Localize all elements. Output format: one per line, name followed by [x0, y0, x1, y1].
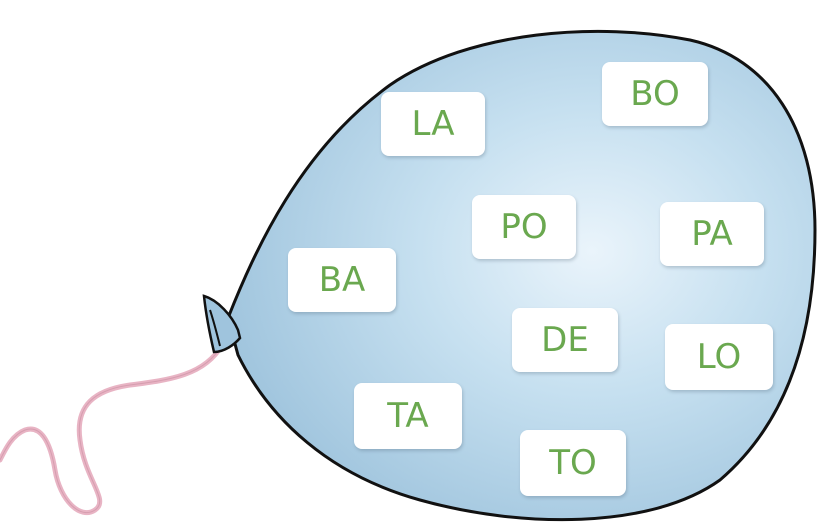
syllable-card-lo: LO: [665, 324, 773, 390]
syllable-text: PO: [500, 207, 548, 247]
syllable-text: DE: [541, 320, 589, 360]
syllable-card-ta: TA: [354, 383, 462, 449]
syllable-text: PA: [691, 214, 733, 254]
balloon-knot-inner: [209, 309, 221, 347]
syllable-card-bo: BO: [602, 62, 708, 126]
balloon-string: [0, 342, 225, 515]
syllable-text: BA: [318, 260, 366, 300]
syllable-card-la: LA: [381, 92, 485, 156]
syllable-text: TO: [549, 443, 597, 483]
syllable-text: LA: [411, 104, 455, 144]
syllable-card-to: TO: [520, 430, 626, 496]
syllable-text: TA: [387, 396, 429, 436]
syllable-card-pa: PA: [660, 202, 764, 266]
balloon-knot: [202, 294, 242, 354]
syllable-card-de: DE: [512, 308, 618, 372]
balloon-string-outline: [0, 344, 223, 513]
syllable-text: BO: [630, 74, 680, 114]
syllable-card-po: PO: [472, 195, 576, 259]
syllable-card-ba: BA: [288, 248, 396, 312]
syllable-text: LO: [696, 337, 742, 377]
